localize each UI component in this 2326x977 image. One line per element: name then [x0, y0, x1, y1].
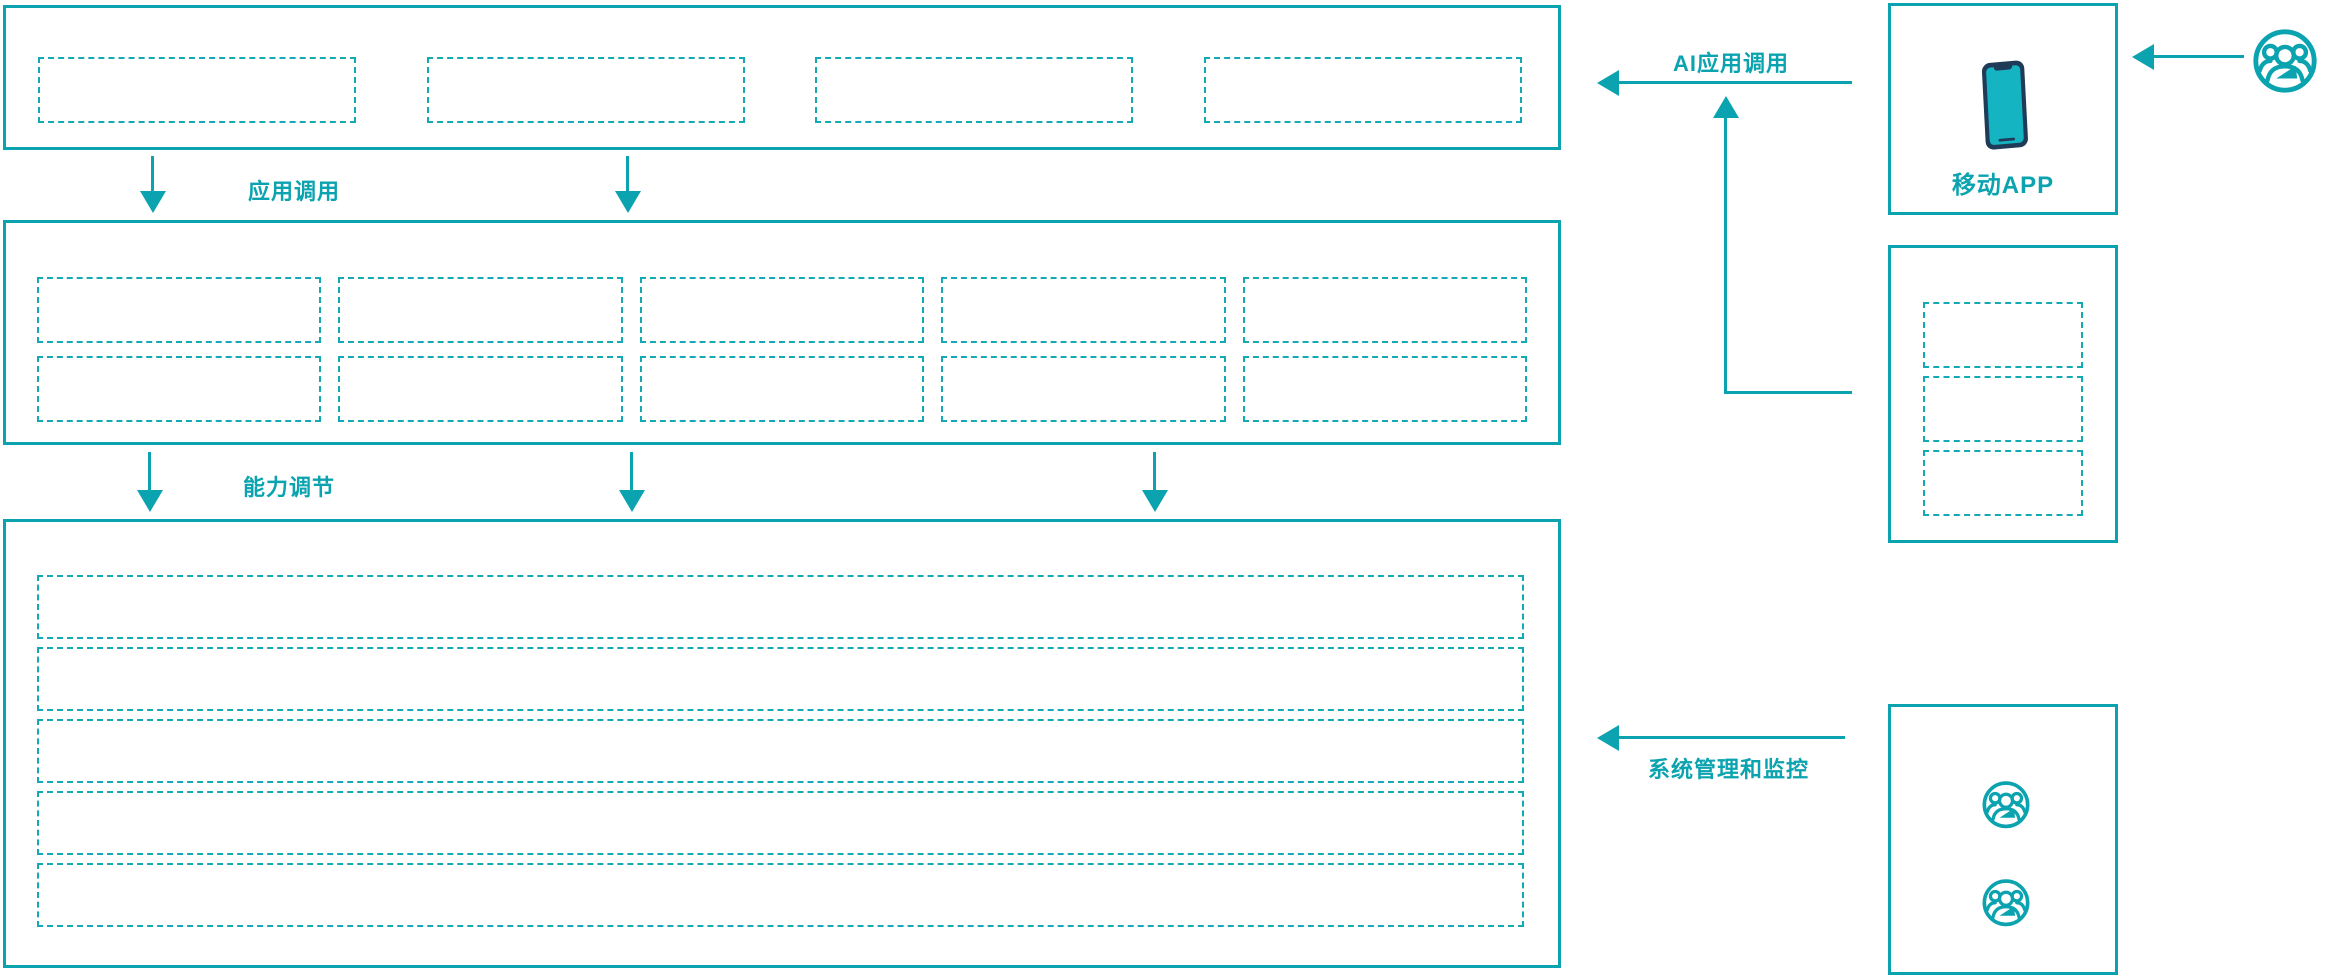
capability-tuning-label: 能力调节 [243, 475, 336, 500]
arrow-shaft [151, 156, 154, 193]
placeholder-box [1923, 376, 2083, 442]
arrow-shaft [1724, 116, 1727, 394]
user-group-icon [1982, 879, 2030, 927]
placeholder-box [338, 356, 623, 422]
arrow-shaft [1615, 736, 1845, 739]
arrow-shaft [630, 452, 633, 492]
arrow-shaft [148, 452, 151, 492]
placeholder-box [426, 57, 745, 123]
placeholder-box [37, 791, 1524, 855]
placeholder-box [1923, 302, 2083, 368]
arrow-head-down-icon [140, 191, 166, 213]
application-layer-box [3, 5, 1561, 150]
service-placeholders [1923, 302, 2083, 516]
smartphone-icon [1981, 60, 2028, 150]
placeholder-box [37, 863, 1524, 927]
arrow-head-left-icon [1597, 725, 1619, 751]
resource-layer-box [3, 519, 1561, 968]
user-group-icon [1982, 781, 2030, 829]
application-placeholders [38, 57, 1522, 123]
placeholder-box [338, 277, 623, 343]
service-box [1888, 245, 2118, 543]
placeholder-box [1242, 356, 1527, 422]
arrow-head-down-icon [1142, 490, 1168, 512]
service-to-ai-arrow [1713, 96, 1739, 394]
arrow-shaft [1615, 81, 1852, 84]
capability-arrow-3 [1142, 452, 1168, 512]
capability-placeholders [37, 277, 1527, 422]
mobile-app-label: 移动APP [1951, 172, 2055, 199]
arrow-shaft [2150, 55, 2244, 58]
arrow-head-up-icon [1713, 96, 1739, 118]
user-group-icon [2253, 29, 2317, 93]
app-call-label: 应用调用 [248, 179, 341, 204]
arrow-head-down-icon [615, 191, 641, 213]
placeholder-box [1923, 450, 2083, 516]
service-connector-line [1726, 391, 1852, 394]
ai-app-call-arrow [1597, 70, 1852, 96]
placeholder-box [38, 57, 356, 123]
arrow-head-down-icon [619, 490, 645, 512]
placeholder-box [37, 277, 322, 343]
system-monitor-arrow [1597, 725, 1845, 751]
placeholder-box [639, 356, 925, 422]
placeholder-box [1203, 57, 1522, 123]
arrow-shaft [1153, 452, 1156, 492]
resource-placeholders [37, 575, 1524, 927]
placeholder-box [1242, 277, 1527, 343]
capability-arrow-2 [619, 452, 645, 512]
system-monitor-label: 系统管理和监控 [1648, 757, 1810, 782]
ai-app-call-label: AI应用调用 [1673, 51, 1790, 76]
arrow-head-down-icon [137, 490, 163, 512]
capability-arrow-1 [137, 452, 163, 512]
admin-users-box [1888, 704, 2118, 975]
placeholder-box [37, 575, 1524, 639]
placeholder-box [941, 356, 1226, 422]
placeholder-box [37, 719, 1524, 783]
mobile-app-box: 移动APP [1888, 3, 2118, 215]
app-call-arrow-2 [615, 156, 641, 213]
placeholder-box [639, 277, 925, 343]
app-call-arrow-1 [140, 156, 166, 213]
arrow-shaft [626, 156, 629, 193]
placeholder-box [37, 356, 322, 422]
arrow-head-left-icon [2132, 44, 2154, 70]
placeholder-box [941, 277, 1226, 343]
placeholder-box [37, 647, 1524, 711]
placeholder-box [815, 57, 1134, 123]
capability-layer-box [3, 220, 1561, 445]
arrow-head-left-icon [1597, 70, 1619, 96]
user-to-app-arrow [2132, 44, 2244, 70]
